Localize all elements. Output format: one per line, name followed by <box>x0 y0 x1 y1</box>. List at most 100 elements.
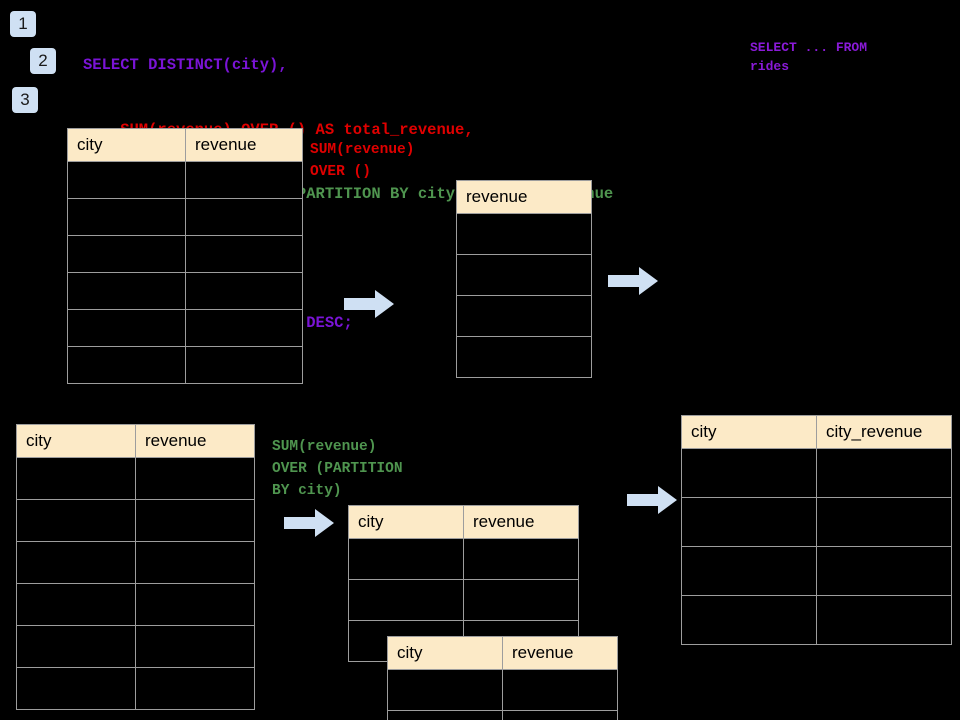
table-row <box>456 254 592 296</box>
arrow-rides-to-partition <box>284 509 334 537</box>
total-revenue-table: revenue <box>456 180 592 378</box>
table-row <box>67 161 303 199</box>
table-cell <box>135 583 255 626</box>
table-header-row: city revenue <box>387 636 618 670</box>
table-row <box>16 667 255 710</box>
table-header-row: city revenue <box>67 128 303 162</box>
step-badge-3: 3 <box>12 87 38 113</box>
arrow-total-revenue-to-result <box>608 267 658 295</box>
table-row <box>67 309 303 347</box>
column-header-city-revenue: city_revenue <box>816 415 952 449</box>
table-row <box>67 235 303 273</box>
table-row <box>16 457 255 500</box>
partition-table-back: city revenue <box>348 505 579 662</box>
table-row <box>67 346 303 384</box>
table-cell <box>816 497 952 547</box>
table-cell <box>16 625 136 668</box>
column-header-city: city <box>681 415 817 449</box>
partition-table-front: city revenue <box>387 636 618 720</box>
column-header-revenue: revenue <box>135 424 255 458</box>
column-header-revenue: revenue <box>456 180 592 214</box>
table-cell <box>681 595 817 645</box>
arrow-rides-to-total-revenue <box>344 290 394 318</box>
annotation-sum-over-empty: SUM(revenue) OVER () <box>310 142 415 180</box>
table-cell <box>135 667 255 710</box>
table-cell <box>16 541 136 584</box>
table-cell <box>502 710 618 720</box>
table-cell <box>681 546 817 596</box>
table-header-row: city city_revenue <box>681 415 952 449</box>
rides-source-table: city revenue <box>67 128 303 384</box>
table-cell <box>348 579 464 621</box>
column-header-city: city <box>348 505 464 539</box>
table-cell <box>456 254 592 296</box>
table-cell <box>348 538 464 580</box>
table-cell <box>16 457 136 500</box>
table-cell <box>681 497 817 547</box>
column-header-city: city <box>67 128 186 162</box>
column-header-revenue: revenue <box>502 636 618 670</box>
annotation-sum-over-partition: SUM(revenue) OVER (PARTITION BY city) <box>272 439 403 499</box>
table-cell <box>67 309 186 347</box>
table-cell <box>816 595 952 645</box>
annotation-select-from-rides: SELECT ... FROM rides <box>750 40 868 74</box>
table-row <box>681 595 952 645</box>
table-row <box>681 546 952 596</box>
table-row <box>456 336 592 378</box>
column-header-city: city <box>387 636 503 670</box>
table-row <box>348 579 579 621</box>
table-header-row: city revenue <box>16 424 255 458</box>
table-cell <box>185 309 303 347</box>
table-header-row: city revenue <box>348 505 579 539</box>
table-cell <box>185 235 303 273</box>
table-row <box>681 448 952 498</box>
table-row <box>456 213 592 255</box>
table-cell <box>135 625 255 668</box>
table-cell <box>456 336 592 378</box>
sql-line-select: SELECT DISTINCT(city), <box>83 56 288 74</box>
table-cell <box>67 346 186 384</box>
table-cell <box>67 161 186 199</box>
table-cell <box>681 448 817 498</box>
table-row <box>387 669 618 711</box>
table-row <box>16 625 255 668</box>
table-cell <box>67 272 186 310</box>
table-row <box>456 295 592 337</box>
table-cell <box>185 198 303 236</box>
table-row <box>16 541 255 584</box>
table-cell <box>185 161 303 199</box>
table-row <box>348 538 579 580</box>
table-cell <box>67 198 186 236</box>
table-row <box>387 710 618 720</box>
table-cell <box>135 499 255 542</box>
table-cell <box>16 667 136 710</box>
step-badge-2: 2 <box>30 48 56 74</box>
table-row <box>67 198 303 236</box>
result-table: city city_revenue <box>681 415 952 645</box>
table-cell <box>135 457 255 500</box>
table-row <box>67 272 303 310</box>
table-cell <box>456 295 592 337</box>
table-row <box>16 583 255 626</box>
column-header-revenue: revenue <box>463 505 579 539</box>
step-badge-1: 1 <box>10 11 36 37</box>
table-cell <box>387 710 503 720</box>
table-cell <box>463 538 579 580</box>
table-cell <box>502 669 618 711</box>
column-header-city: city <box>16 424 136 458</box>
column-header-revenue: revenue <box>185 128 303 162</box>
table-cell <box>816 448 952 498</box>
table-cell <box>387 669 503 711</box>
rides-source-table-bottom: city revenue <box>16 424 255 710</box>
table-cell <box>456 213 592 255</box>
table-header-row: revenue <box>456 180 592 214</box>
table-cell <box>16 499 136 542</box>
table-cell <box>463 579 579 621</box>
table-row <box>681 497 952 547</box>
table-cell <box>67 235 186 273</box>
table-cell <box>16 583 136 626</box>
table-cell <box>185 346 303 384</box>
arrow-partition-to-result <box>627 486 677 514</box>
table-row <box>16 499 255 542</box>
